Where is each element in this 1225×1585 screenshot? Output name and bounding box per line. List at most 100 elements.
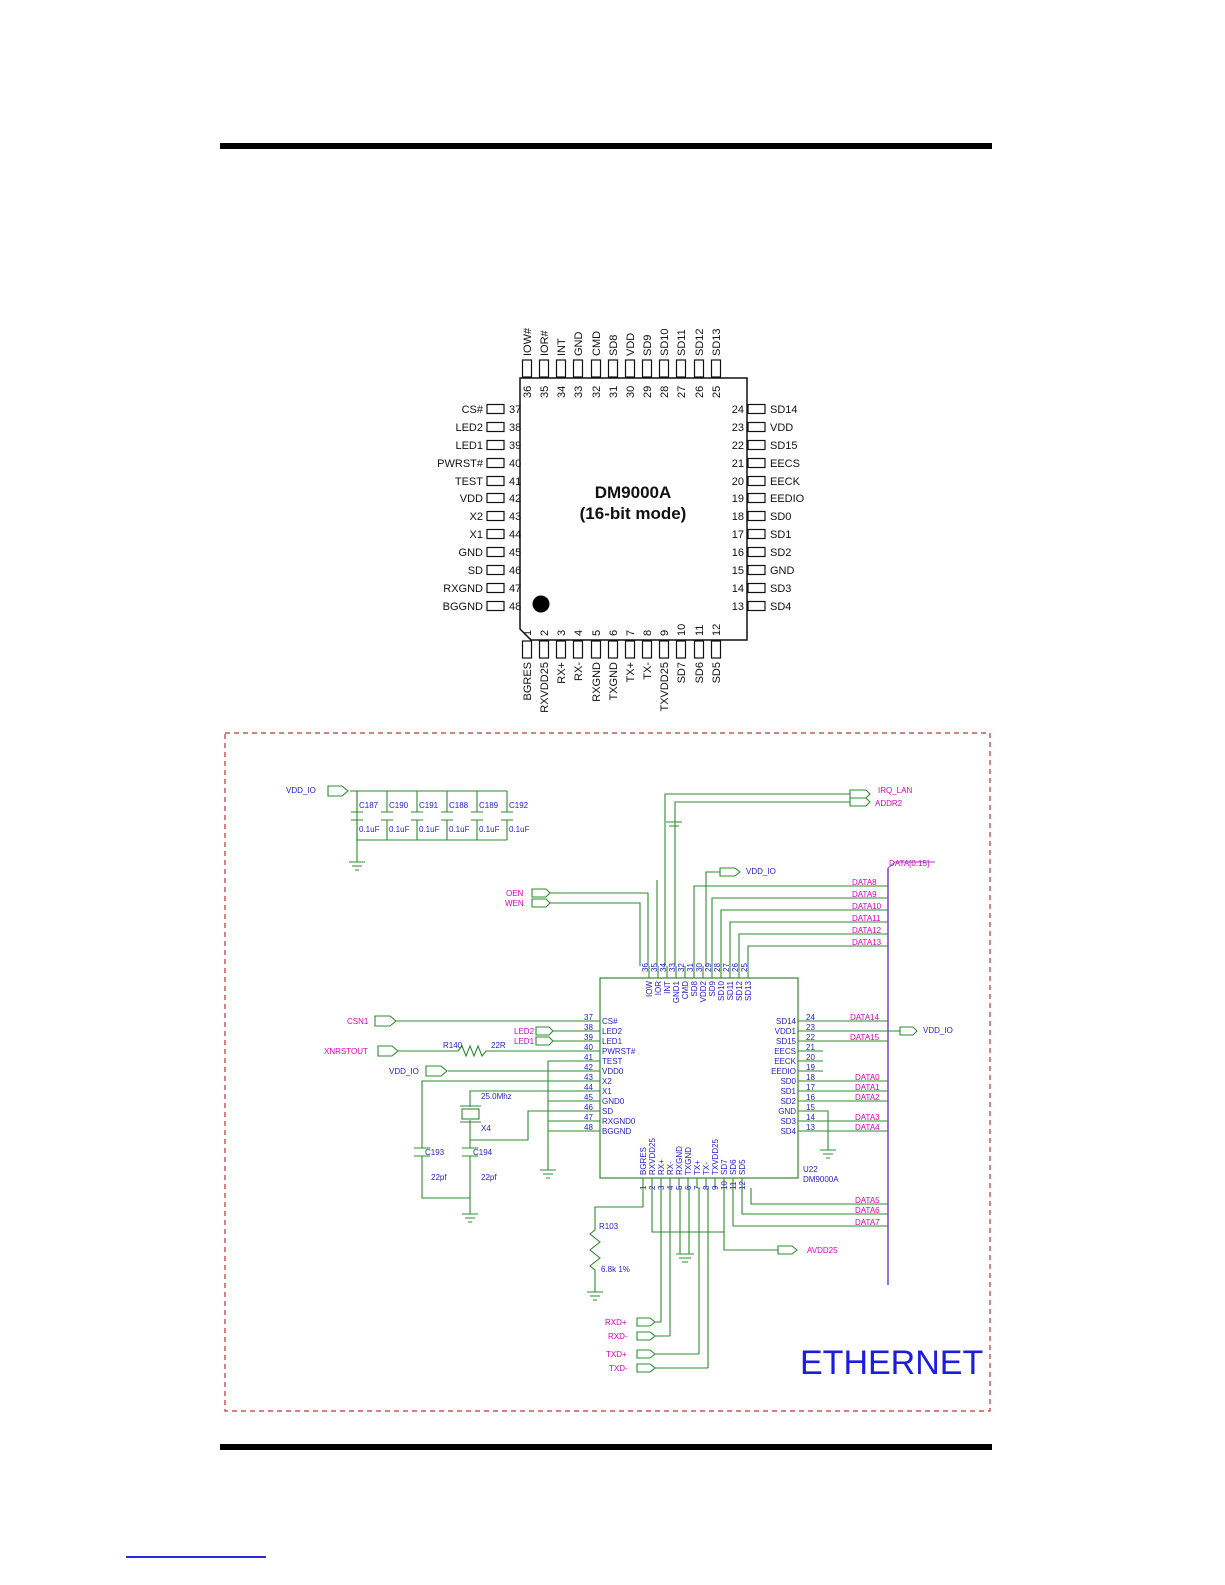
chip-right-pin-name: EECK [774, 1057, 796, 1066]
chip-top-pin-name: SD10 [717, 980, 726, 1001]
chip-top-pin-num: 27 [722, 963, 731, 972]
top-pin-name: GND [573, 332, 585, 357]
chip-top-pin-num: 33 [668, 963, 677, 972]
net-data10 [720, 909, 888, 966]
bottom-pin-8 [641, 640, 653, 659]
net-data6 [741, 1188, 888, 1215]
top-pin-name: IOW# [522, 327, 534, 356]
c194-ref: C194 [473, 1148, 493, 1157]
cap-value: 0.1uF [509, 825, 530, 834]
top-pin-32 [590, 359, 602, 378]
left-pin-41 [486, 475, 505, 487]
net-label: DATA2 [855, 1093, 880, 1102]
data-bus-label: DATA[0:15] [889, 859, 929, 868]
left-pin-num: 43 [509, 511, 521, 523]
left-pin-num: 38 [509, 422, 521, 434]
rxd-plus-label: RXD+ [605, 1318, 627, 1327]
left-pin-num: 45 [509, 547, 521, 559]
chip-left-pin-name: LED2 [602, 1027, 623, 1036]
chip-left-pin-name: TEST [602, 1057, 623, 1066]
net-label: DATA8 [852, 878, 877, 887]
chip-right-pin-name: SD4 [780, 1127, 796, 1136]
chip-right-pin-num: 18 [806, 1073, 815, 1082]
right-pin-num: 24 [732, 404, 744, 416]
right-pin-name: SD15 [770, 440, 798, 452]
cap-ref: C190 [389, 801, 409, 810]
bottom-pin-name: TXGND [608, 662, 620, 701]
chip-left-pin-name: RXGND0 [602, 1117, 636, 1126]
chip-bottom-pin-name: TXGND [684, 1147, 693, 1175]
bottom-pin-name: BGRES [522, 662, 534, 701]
chip-right-pin-num: 14 [806, 1113, 815, 1122]
chip-left-pin-name: LED1 [602, 1037, 623, 1046]
net-data11 [729, 921, 888, 966]
bottom-pin-1 [521, 640, 533, 659]
net-label: DATA1 [855, 1083, 880, 1092]
chip-right-pin-num: 19 [806, 1063, 815, 1072]
chip-top-pin-name: VDD2 [699, 980, 708, 1002]
c193-ref: C193 [425, 1148, 445, 1157]
chip-left-pin-num: 46 [584, 1103, 593, 1112]
bottom-pin-num: 4 [573, 630, 585, 636]
left-pin-num: 42 [509, 493, 521, 505]
chip-top-pin-num: 32 [677, 963, 686, 972]
chip-right-pin-name: GND [778, 1107, 796, 1116]
net-data9 [711, 897, 888, 966]
right-pin-num: 19 [732, 493, 744, 505]
irq-addr-nets: IRQ_LAN ADDR2 [656, 786, 912, 966]
chip-left-pin-num: 48 [584, 1123, 593, 1132]
vdd-io-port-right [899, 1026, 918, 1036]
chip-top-pin-name: GND1 [672, 980, 681, 1003]
wen-label: WEN [505, 899, 524, 908]
chip-bottom-pin-name: RXGND [675, 1146, 684, 1175]
addr2-label: ADDR2 [875, 799, 903, 808]
left-pin-37 [486, 403, 505, 415]
right-pin-13 [747, 600, 766, 612]
xnrstout-label: XNRSTOUT [324, 1047, 368, 1056]
cap-C191 [411, 791, 423, 840]
chip-u22-body [599, 977, 799, 1179]
right-pin-17 [747, 528, 766, 540]
chip-bottom-pin-name: TX- [702, 1162, 711, 1175]
chip-bottom-pin-num: 2 [648, 1185, 657, 1190]
cap-ref: C189 [479, 801, 499, 810]
bottom-pin-name: TX- [642, 662, 654, 680]
chip-left-pin-num: 37 [584, 1013, 593, 1022]
right-pin-name: SD4 [770, 601, 791, 613]
c193-value: 22pf [431, 1173, 447, 1182]
chip-top-pin-num: 36 [641, 963, 650, 972]
top-pin-name: SD11 [676, 329, 688, 356]
chip-left-pin-num: 40 [584, 1043, 593, 1052]
top-pin-28 [658, 359, 670, 378]
top-pin-name: SD13 [711, 328, 723, 356]
cap-ref: C192 [509, 801, 529, 810]
chip-right-pin-name: SD1 [780, 1087, 796, 1096]
chip-top-pin-name: SD12 [735, 980, 744, 1001]
right-pin-name: EECK [770, 476, 801, 488]
chip-left-pin-num: 47 [584, 1113, 593, 1122]
chip-right-pin-num: 20 [806, 1053, 815, 1062]
schematic-border [224, 732, 991, 1412]
bottom-pin-7 [624, 640, 636, 659]
left-pin-name: RXGND [443, 583, 483, 595]
bottom-pin-name: RXVDD25 [539, 662, 551, 713]
top-pin-name: SD8 [608, 335, 620, 356]
top-pin-name: IOR# [539, 329, 551, 356]
right-pin-19 [747, 492, 766, 504]
right-pin-20 [747, 475, 766, 487]
left-pin-name: TEST [455, 476, 483, 488]
bottom-pin-name: TXVDD25 [659, 662, 671, 712]
top-pin-30 [624, 359, 636, 378]
footer-link-underline[interactable] [126, 1556, 266, 1558]
right-pin-num: 20 [732, 476, 744, 488]
chip-bottom-pin-name: RX- [666, 1161, 675, 1175]
chip-top-pin-name: SD9 [708, 980, 717, 996]
vdd-io-port-top [719, 867, 741, 877]
chip-bottom-pin-num: 8 [702, 1185, 711, 1190]
bottom-pin-name: SD7 [676, 662, 688, 683]
irq-lan-label: IRQ_LAN [878, 786, 912, 795]
bottom-pin-num: 3 [556, 630, 568, 636]
chip-right-pin-name: SD0 [780, 1077, 796, 1086]
